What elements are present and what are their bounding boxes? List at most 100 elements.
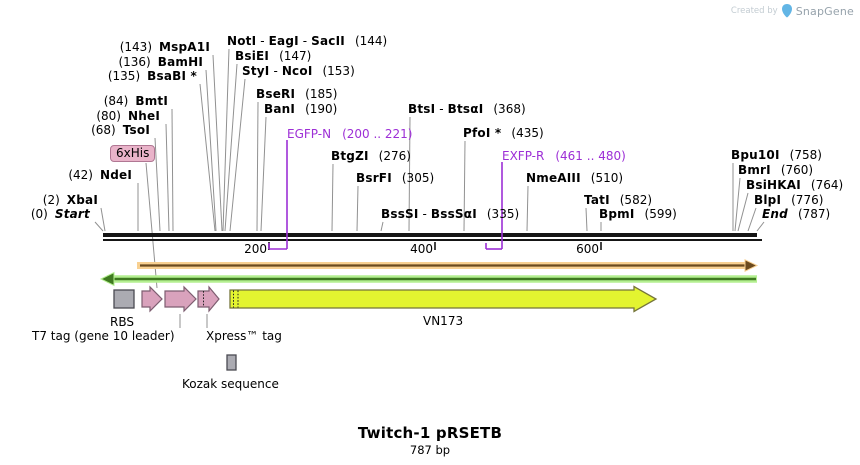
enzyme-position: (276) (378, 149, 411, 163)
enzyme-name: BsiHKAI (746, 178, 801, 192)
enzyme-label-NheI: (80) NheI (96, 110, 160, 123)
enzyme-label-MspA1I: (143) MspA1I (120, 41, 210, 54)
vn173-label: VN173 (423, 314, 464, 328)
enzyme-label-BanI: BanI(190) (264, 103, 337, 116)
orange-arrow-head (744, 259, 759, 272)
enzyme-leader-line (331, 163, 334, 232)
enzyme-leader-line (585, 207, 588, 232)
enzyme-position: (185) (305, 87, 338, 101)
enzyme-label-BmtI: (84)BmtI (104, 95, 168, 108)
enzyme-label-BsrFI: BsrFI(305) (356, 172, 434, 185)
enzyme-leader-line (100, 207, 106, 232)
enzyme-name: MspA1I (159, 40, 210, 54)
enzyme-position: (599) (644, 207, 677, 221)
ruler-number: 400 (410, 242, 433, 256)
enzyme-leader-line (463, 140, 466, 232)
enzyme-leader-line (94, 221, 104, 232)
enzyme-label-TatI: TatI(582) (584, 194, 652, 207)
enzyme-position: (68) (91, 123, 116, 137)
enzyme-leader-line (380, 221, 384, 232)
primer-range: (200 .. 221) (342, 127, 413, 141)
enzyme-name: BlpI (754, 193, 782, 207)
enzyme-name: BtsI (408, 102, 436, 116)
enzyme-label-BsiHKAI: BsiHKAI(764) (746, 179, 843, 192)
enzyme-leader-line (212, 54, 223, 232)
enzyme-name: BpmI (599, 207, 635, 221)
enzyme-label-NmeAIII: NmeAIII(510) (526, 172, 623, 185)
created-by-text: Created by (730, 6, 778, 16)
enzyme-position: (136) (118, 55, 151, 69)
pink-arrow-t7 (164, 285, 197, 313)
vn173-arrow (229, 285, 658, 313)
enzyme-position: (776) (791, 193, 824, 207)
snapgene-brand-text: SnapGene (795, 4, 854, 18)
enzyme-leader-line (171, 108, 174, 232)
enzyme-label-StyI: StyI-NcoI(153) (242, 64, 355, 78)
enzyme-leader-line (737, 192, 749, 232)
enzyme-label-BmrI: BmrI (760) (738, 164, 813, 177)
enzyme-name: Bpu10I (731, 148, 780, 162)
enzyme-leader-line (224, 63, 238, 232)
ruler-number: 600 (576, 242, 599, 256)
enzyme-label-TsoI: (68)TsoI (91, 124, 150, 137)
enzyme-position: (147) (279, 49, 312, 63)
enzyme-label-BpmI: BpmI (599) (599, 208, 677, 221)
enzyme-leader-line (165, 123, 170, 232)
enzyme-name: BmrI (738, 163, 771, 177)
pink-arrow-his (141, 285, 163, 313)
enzyme-name: BanI (264, 102, 296, 116)
enzyme-position: (760) (780, 163, 814, 177)
enzyme-label-End: End(787) (762, 208, 830, 221)
enzyme-position: (2) (42, 193, 60, 207)
enzyme-name: NdeI (99, 168, 132, 182)
enzyme-name: NheI (128, 109, 160, 123)
enzyme-name: BsaBI * (147, 69, 197, 83)
enzyme-label-PfoI: PfoI *(435) (463, 127, 544, 140)
kozak-label: Kozak sequence (182, 377, 279, 391)
enzyme-position: (80) (96, 109, 121, 123)
enzyme-position: (153) (322, 64, 355, 78)
enzyme-position: (582) (619, 193, 653, 207)
enzyme-leader-line (199, 83, 216, 232)
green-arrow-head (99, 271, 115, 287)
enzyme-leader-line (408, 116, 411, 232)
enzyme-label-BamHI: (136)BamHI (118, 56, 203, 69)
his-tag-label: 6xHis (116, 146, 150, 160)
enzyme-label-BsaBI: (135) BsaBI * (108, 70, 197, 83)
enzyme-name: BssSαI (430, 207, 477, 221)
enzyme-position: (0) (30, 207, 48, 221)
enzyme-leader-line (154, 137, 161, 232)
enzyme-name: BssSI (381, 207, 419, 221)
enzyme-position: (143) (119, 40, 153, 54)
enzyme-position: (510) (590, 171, 624, 185)
enzyme-position: (135) (107, 69, 141, 83)
his-tag-leader-line (145, 162, 158, 289)
enzyme-label-Start: (0) Start (31, 208, 90, 221)
enzyme-leader-line (256, 101, 259, 232)
enzyme-name: XbaI (66, 193, 98, 207)
enzyme-position: (758) (789, 148, 822, 162)
enzyme-label-BssSI: BssSI-BssSαI(335) (381, 207, 520, 221)
xpress-tag-label: Xpress™ tag (206, 329, 282, 343)
t7-tag-label: T7 tag (gene 10 leader) (32, 329, 175, 343)
enzyme-leader-line (356, 185, 359, 232)
enzyme-leader-line (260, 116, 267, 232)
primer-range: (461 .. 480) (555, 149, 626, 163)
plasmid-length: 787 bp (409, 443, 451, 457)
enzyme-name: EagI (268, 34, 299, 48)
enzyme-leader-line (756, 221, 765, 232)
enzyme-label-XbaI: (2) XbaI (43, 194, 98, 207)
primer-label-EGFP-N: EGFP-N(200 .. 221) (287, 128, 413, 141)
enzyme-label-BtsI: BtsI-BtsαI(368) (408, 102, 526, 116)
enzyme-name: Start (54, 207, 90, 221)
enzyme-leader-line (747, 207, 757, 232)
enzyme-name: BtsαI (447, 102, 484, 116)
pink-arrow-xpress (197, 285, 220, 313)
enzyme-name: BmtI (135, 94, 168, 108)
kozak-box (226, 354, 237, 371)
his-tag-chip: 6xHis (110, 145, 156, 162)
plasmid-title: Twitch-1 pRSETB (357, 424, 503, 442)
enzyme-position: (787) (797, 207, 831, 221)
